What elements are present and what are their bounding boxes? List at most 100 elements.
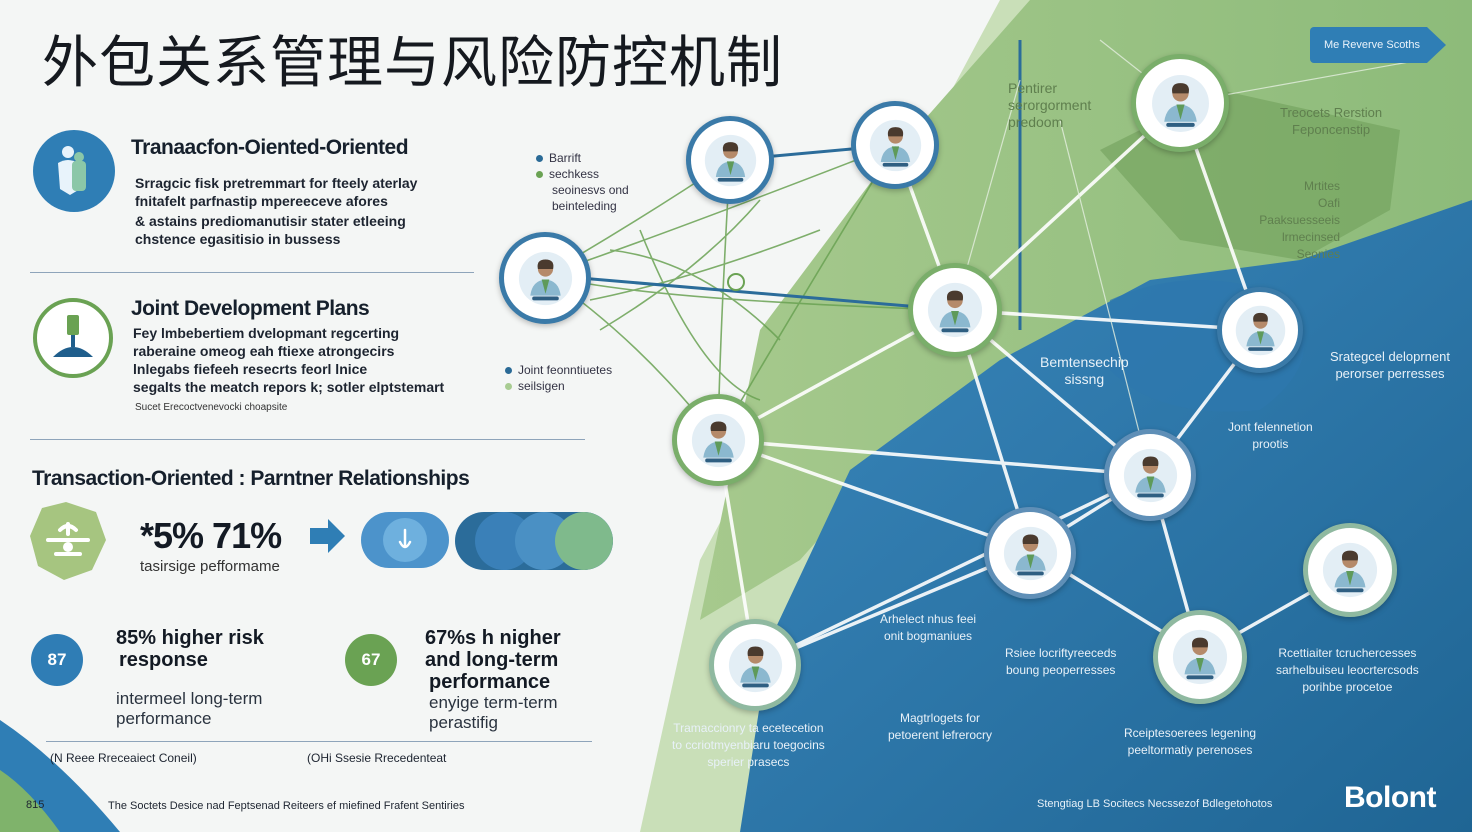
note-right: (OHi Ssesie Rrecedenteat <box>307 751 447 765</box>
label-partnership-sharing: Bemtensechip sissng <box>1040 354 1129 388</box>
label-transaction-relationship: Treocets Rerstion Feponcenstip <box>1280 104 1382 138</box>
label-line: Rcettiaiter tcruchercesses <box>1278 646 1417 660</box>
section2-line: segalts the meatch repors k; sotler elpt… <box>133 379 445 395</box>
legend-mid: Joint feonntiuetes seilsigen <box>505 362 612 394</box>
progress-pill <box>455 512 613 570</box>
stat-1-sub: performance <box>116 709 212 728</box>
bg-bottom-left-green <box>0 770 60 832</box>
label-line: sissng <box>1064 371 1105 387</box>
partner-node[interactable] <box>984 507 1076 599</box>
label-line: boung peoperresses <box>1005 663 1116 677</box>
person-avatar-icon <box>927 282 983 338</box>
label-transactionry: Tramaccionry ta ecetecetion to ccriotmye… <box>672 720 825 771</box>
brand-logo: Bolont <box>1344 781 1436 814</box>
link-ring-marker <box>727 273 745 291</box>
headline-stat: *5% 71% <box>140 515 282 556</box>
footer-source: The Soctets Desice nad Feptsenad Reiteer… <box>108 800 465 812</box>
stat-1-head: 85% higher risk <box>116 627 264 649</box>
legend-item: Joint feonntiuetes <box>505 362 612 378</box>
section1-line: fnitafelt parfnastip mpereeceve afores <box>135 193 388 209</box>
label-joint-relation: Jont felennetion prootis <box>1228 419 1313 453</box>
person-avatar-icon <box>1123 448 1177 502</box>
legend-label: seoinesvs ond <box>552 183 629 197</box>
section2-note: Sucet Erecoctvenevocki choapsite <box>135 402 288 413</box>
top-nav-button[interactable]: Me Reverve Scoths <box>1310 27 1446 63</box>
label-line: Feponcenstip <box>1292 122 1371 137</box>
label-line: perorser perresses <box>1335 366 1445 381</box>
partner-node[interactable] <box>1131 54 1229 152</box>
note-left: (N Reee Rreceaiect Coneil) <box>50 751 197 765</box>
legend-label: beinteleding <box>552 199 617 213</box>
label-line: Arhelect nhus feei <box>880 612 977 626</box>
handshake-icon <box>33 130 115 212</box>
section2-title: Joint Development Plans <box>131 297 370 320</box>
partner-node[interactable] <box>1303 523 1397 617</box>
label-line: Rceiptesoerees legening <box>1124 726 1257 740</box>
label-line: sarhelbuiseu leocrtercsods <box>1276 663 1419 677</box>
stat-badge-2: 67 <box>345 634 397 686</box>
legend-top: Barrift sechkess seoinesvs ond beinteled… <box>536 150 629 214</box>
section2-body: Fey lmbebertiem dvelopmant regcerting ra… <box>133 324 444 396</box>
label-line: Srategcel deloprnent <box>1330 349 1450 364</box>
label-line: lrmecinsed <box>1281 230 1340 244</box>
label-strategic-development: Srategcel deloprnent perorser perresses <box>1330 348 1450 382</box>
section1-line: chstence egasitisio in bussess <box>135 231 341 247</box>
partner-node[interactable] <box>709 619 801 711</box>
shield-gear-icon <box>26 500 110 587</box>
stat-badge-1: 87 <box>31 634 83 686</box>
headline-stat-caption: tasirsige pefformame <box>140 558 280 575</box>
section1-title: Tranaacfon-Oiented-Oriented <box>131 136 409 159</box>
label-metrics: Mrtites Oafi Paaksuesseeis lrmecinsed Se… <box>1240 178 1340 263</box>
person-avatar-icon <box>1003 526 1057 580</box>
person-avatar-icon <box>869 119 921 171</box>
section1-line: Srragcic fisk pretremmart for fteely ate… <box>135 175 418 191</box>
label-line: Jont felennetion <box>1228 420 1313 434</box>
footer-right: Stengtiag LB Socitecs Necssezof Bdlegeto… <box>1037 798 1273 810</box>
page-title: 外包关系管理与风险防控机制 <box>42 31 783 96</box>
legend-label: sechkess <box>549 167 600 181</box>
divider <box>30 439 585 440</box>
label-risk-locality: Rsiee locriftyreeceds boung peoperresses <box>1005 645 1116 679</box>
partner-node[interactable] <box>1153 610 1247 704</box>
label-line: to ccriotmyenbiaru toegocins <box>672 738 825 752</box>
legend-item: Barrift <box>536 150 629 166</box>
section1-line: & astains prediomanutisir stater etleein… <box>135 213 406 229</box>
partner-node[interactable] <box>672 394 764 486</box>
label-line: Treocets Rerstion <box>1280 105 1383 120</box>
person-avatar-icon <box>1151 74 1209 132</box>
partner-node[interactable] <box>908 263 1002 357</box>
legend-label: Joint feonntiuetes <box>518 363 613 377</box>
partner-node[interactable] <box>686 116 774 204</box>
legend-item: seilsigen <box>505 378 612 394</box>
partner-node[interactable] <box>1217 287 1303 373</box>
section1-body: Srragcic fisk pretremmart for fteely ate… <box>135 174 417 248</box>
stat-1-text: 85% higher risk response intermeel long-… <box>116 627 264 729</box>
label-line: petoerent lefrerocry <box>888 728 993 742</box>
label-line: Tramaccionry ta ecetecetion <box>673 721 824 735</box>
development-plan-icon <box>33 298 113 378</box>
stat-2-sub: enyige term-term <box>429 693 558 712</box>
divider <box>46 741 592 742</box>
label-line: Magtrlogets for <box>900 711 981 725</box>
page-number: 815 <box>26 799 45 811</box>
label-architect: Arhelect nhus feei onit bogmaniues <box>880 611 976 645</box>
label-line: prootis <box>1252 437 1289 451</box>
person-avatar-icon <box>1322 542 1378 598</box>
person-avatar-icon <box>704 134 756 186</box>
section2-line: lnlegabs fiefeeh resecrts feorl lnice <box>133 361 368 377</box>
partner-node[interactable] <box>1104 429 1196 521</box>
partner-node[interactable] <box>851 101 939 189</box>
stat-2-head: 67%s h nigher <box>425 627 561 649</box>
person-avatar-icon <box>728 638 782 692</box>
label-line: Rsiee locriftyreeceds <box>1005 646 1117 660</box>
toggle-pill-blue[interactable] <box>361 512 449 568</box>
person-avatar-icon <box>518 251 572 305</box>
label-partner-arrangement: Pentirer serorgorment predoom <box>1008 80 1091 131</box>
stat-2-head: and long-term <box>425 649 559 671</box>
partner-node[interactable] <box>499 232 591 324</box>
section2-line: raberaine omeog eah ftiexe atrongecirs <box>133 343 395 359</box>
label-line: Bemtensechip <box>1040 354 1129 370</box>
section2-line: Fey lmbebertiem dvelopmant regcerting <box>133 325 400 341</box>
label-receipts: Rceiptesoerees legening peeltormatiy per… <box>1124 725 1256 759</box>
